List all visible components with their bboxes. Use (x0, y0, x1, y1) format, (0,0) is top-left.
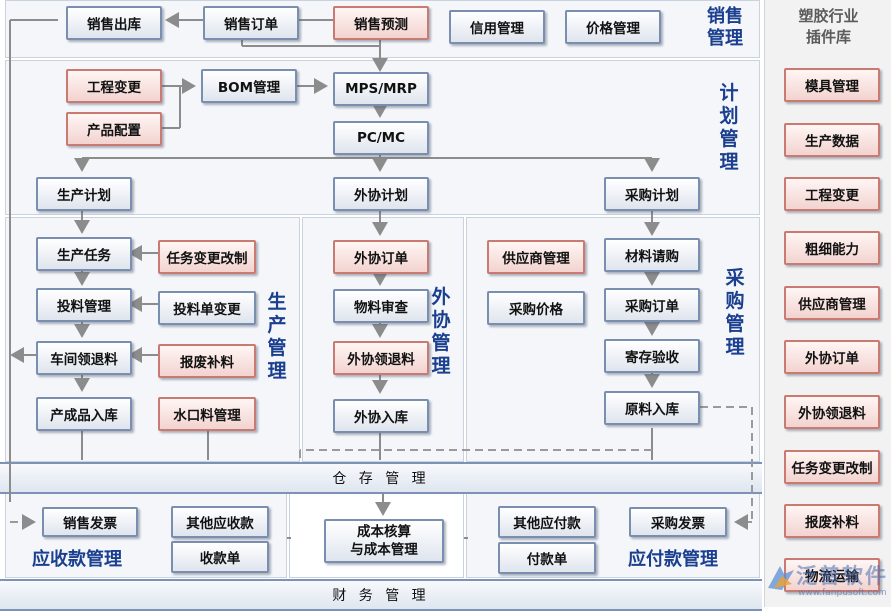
payment-box[interactable]: 付款单 (498, 542, 596, 574)
consignment-inspection-box[interactable]: 寄存验收 (604, 339, 700, 373)
sprue-material-box[interactable]: 水口料管理 (158, 397, 256, 431)
label-outsourcing: 外协管理 (430, 286, 454, 378)
cost-accounting-line1: 成本核算 (357, 524, 411, 540)
product-config-box[interactable]: 产品配置 (66, 112, 162, 146)
label-sales: 销售管理 (702, 6, 748, 50)
cost-accounting-box[interactable]: 成本核算 与成本管理 (324, 519, 444, 563)
watermark-text: 泛普软件 (796, 564, 888, 588)
cost-accounting-line2: 与成本管理 (350, 542, 418, 558)
feeding-change-box[interactable]: 投料单变更 (158, 291, 256, 325)
brand-logo-icon (768, 566, 794, 590)
label-production-text: 生产管理 (267, 291, 287, 382)
other-receivable-box[interactable]: 其他应收款 (171, 506, 269, 538)
outsourcing-order-box[interactable]: 外协订单 (333, 240, 429, 274)
sidebar-item-outsourcing-order[interactable]: 外协订单 (784, 340, 880, 374)
pc-mc-box[interactable]: PC/MC (333, 121, 429, 155)
mps-mrp-box[interactable]: MPS/MRP (333, 72, 429, 106)
watermark-url: www.fanpusoft.com (798, 588, 887, 598)
supplier-management-box[interactable]: 供应商管理 (487, 240, 585, 274)
workshop-material-box[interactable]: 车间领退料 (36, 341, 132, 375)
finance-bar[interactable]: 财 务 管 理 (0, 579, 762, 611)
label-receivable: 应收款管理 (32, 549, 122, 570)
sidebar-item-capacity[interactable]: 粗细能力 (784, 231, 880, 265)
sidebar-title: 塑胶行业 插件库 (765, 6, 891, 48)
purchase-price-box[interactable]: 采购价格 (487, 291, 585, 325)
scrap-supplement-box[interactable]: 报废补料 (158, 344, 256, 378)
label-planning: 计划管理 (718, 82, 742, 174)
sales-outbound-box[interactable]: 销售出库 (66, 6, 162, 40)
sidebar-item-outsourcing-material[interactable]: 外协领退料 (784, 395, 880, 429)
sidebar-item-task-change[interactable]: 任务变更改制 (784, 450, 880, 484)
sidebar-item-engineering-change[interactable]: 工程变更 (784, 177, 880, 211)
sidebar-item-scrap[interactable]: 报废补料 (784, 504, 880, 538)
purchase-invoice-box[interactable]: 采购发票 (629, 507, 727, 537)
production-plan-box[interactable]: 生产计划 (36, 177, 132, 211)
label-sales-text: 销售管理 (707, 6, 743, 49)
other-payable-box[interactable]: 其他应付款 (498, 506, 596, 538)
feeding-management-box[interactable]: 投料管理 (36, 288, 132, 322)
credit-management-box[interactable]: 信用管理 (449, 10, 545, 44)
purchase-order-box[interactable]: 采购订单 (604, 288, 700, 322)
engineering-change-box[interactable]: 工程变更 (66, 69, 162, 103)
sidebar-title-line2: 插件库 (805, 28, 851, 46)
plugin-sidebar: 塑胶行业 插件库 模具管理 生产数据 工程变更 粗细能力 供应商管理 外协订单 … (764, 0, 891, 607)
raw-material-inbound-box[interactable]: 原料入库 (604, 391, 700, 425)
label-outsourcing-text: 外协管理 (431, 286, 451, 377)
label-planning-text: 计划管理 (719, 82, 739, 173)
material-request-box[interactable]: 材料请购 (604, 238, 700, 272)
brand-watermark: 泛普软件 www.fanpusoft.com (762, 552, 891, 607)
bom-management-box[interactable]: BOM管理 (201, 69, 297, 103)
label-payable: 应付款管理 (628, 549, 718, 570)
task-change-box[interactable]: 任务变更改制 (158, 240, 256, 274)
price-management-box[interactable]: 价格管理 (565, 10, 661, 44)
material-review-box[interactable]: 物料审查 (333, 289, 429, 323)
sidebar-item-production-data[interactable]: 生产数据 (784, 123, 880, 157)
sidebar-item-logistics[interactable]: 物流运输 (784, 558, 880, 592)
sidebar-item-mold[interactable]: 模具管理 (784, 68, 880, 102)
outsourcing-material-box[interactable]: 外协领退料 (333, 341, 429, 375)
label-purchasing: 采购管理 (724, 267, 748, 359)
sidebar-item-supplier[interactable]: 供应商管理 (784, 286, 880, 320)
outsourcing-plan-box[interactable]: 外协计划 (333, 177, 429, 211)
receipt-box[interactable]: 收款单 (171, 541, 269, 573)
label-production: 生产管理 (266, 291, 290, 383)
finished-goods-box[interactable]: 产成品入库 (36, 397, 132, 431)
sales-order-box[interactable]: 销售订单 (203, 6, 299, 40)
outsourcing-inbound-box[interactable]: 外协入库 (333, 399, 429, 433)
label-purchasing-text: 采购管理 (725, 267, 745, 358)
production-task-box[interactable]: 生产任务 (36, 237, 132, 271)
purchase-plan-box[interactable]: 采购计划 (604, 177, 700, 211)
sales-forecast-box[interactable]: 销售预测 (333, 6, 429, 40)
sidebar-title-line1: 塑胶行业 (798, 7, 859, 25)
warehouse-bar[interactable]: 仓 存 管 理 (0, 462, 762, 494)
sales-invoice-box[interactable]: 销售发票 (42, 507, 138, 537)
